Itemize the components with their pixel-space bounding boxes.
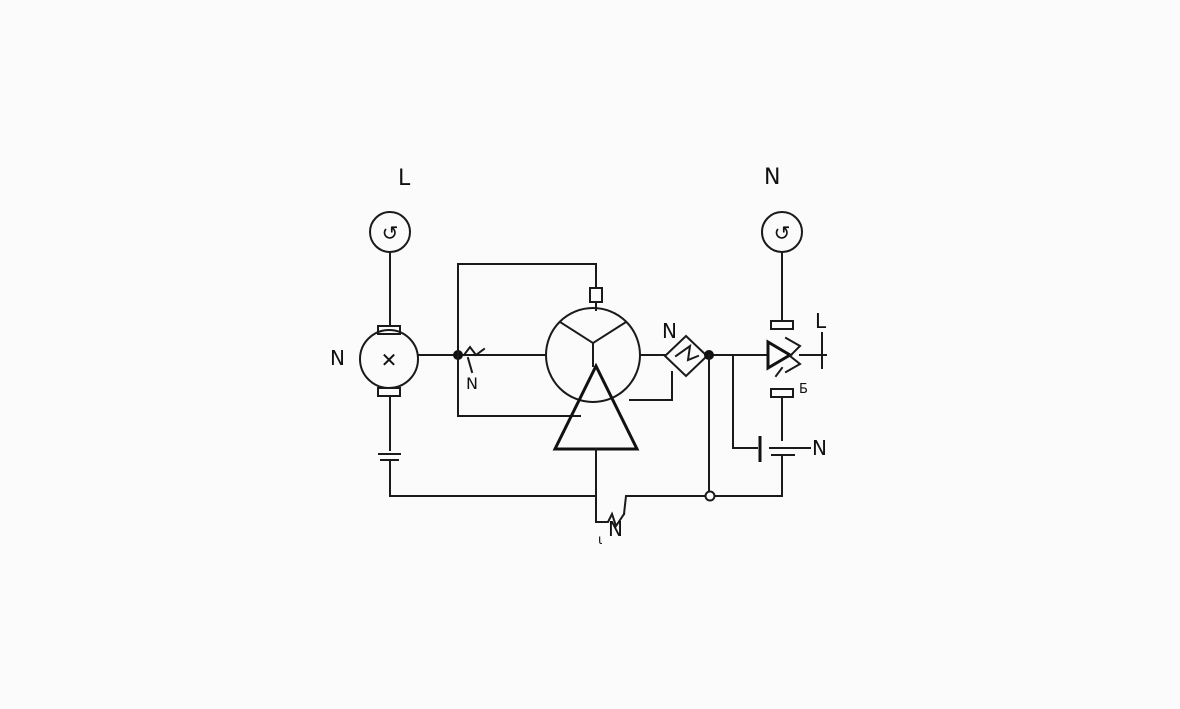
wire-bottom-right-link <box>622 495 711 516</box>
relay-symbol <box>766 320 827 398</box>
right-source-glyph: ↺ <box>774 221 791 245</box>
top-terminal <box>589 287 603 303</box>
motor-brush-bottom <box>377 387 401 397</box>
wire-diamond-feedback <box>629 371 673 401</box>
amplifier-triangle <box>552 362 640 451</box>
left-source-glyph: ↺ <box>382 221 399 245</box>
left-capacitor <box>378 453 401 461</box>
relay-arrow <box>766 339 793 371</box>
relay-contact <box>784 336 802 374</box>
label-left-supply: L <box>398 166 411 191</box>
open-terminal <box>704 490 716 502</box>
bottom-switch-contact <box>595 495 626 529</box>
diamond-outline <box>663 334 709 378</box>
central-y-left <box>558 320 595 345</box>
motor-brush-top <box>377 325 401 335</box>
switch-left-lever <box>466 356 474 374</box>
label-switch-below: N <box>466 374 478 393</box>
label-right-supply: N <box>764 165 780 190</box>
wire-loop-top <box>457 263 597 356</box>
wire-right-inner <box>732 354 758 449</box>
diamond-element <box>663 334 709 378</box>
central-circle <box>545 307 641 403</box>
label-relay-small: Б <box>799 382 808 397</box>
motor-glyph: ✕ <box>381 348 398 372</box>
label-motor-left: N <box>330 346 345 370</box>
diamond-inner-mark <box>674 343 700 362</box>
label-right-bottom: N <box>812 436 827 460</box>
relay-lower-tick <box>774 366 784 378</box>
switch-left-contact <box>462 345 486 357</box>
central-unit <box>545 307 641 451</box>
label-relay-top-right: L <box>815 309 827 333</box>
label-bottom-center: N <box>608 517 623 541</box>
wire-loop-bottom <box>457 354 581 417</box>
central-y-right <box>591 320 628 345</box>
label-bottom-center-small: ɩ <box>598 533 602 548</box>
label-diamond-left: N <box>662 319 677 343</box>
motor-symbol: ✕ <box>359 325 419 397</box>
relay-top-plate <box>770 320 794 330</box>
switch-left <box>462 345 486 374</box>
bottom-switch <box>595 495 711 529</box>
right-ac-source: ↺ <box>761 211 803 253</box>
left-ac-source: ↺ <box>369 211 411 253</box>
right-battery <box>758 436 797 462</box>
relay-bottom-plate <box>770 388 794 398</box>
